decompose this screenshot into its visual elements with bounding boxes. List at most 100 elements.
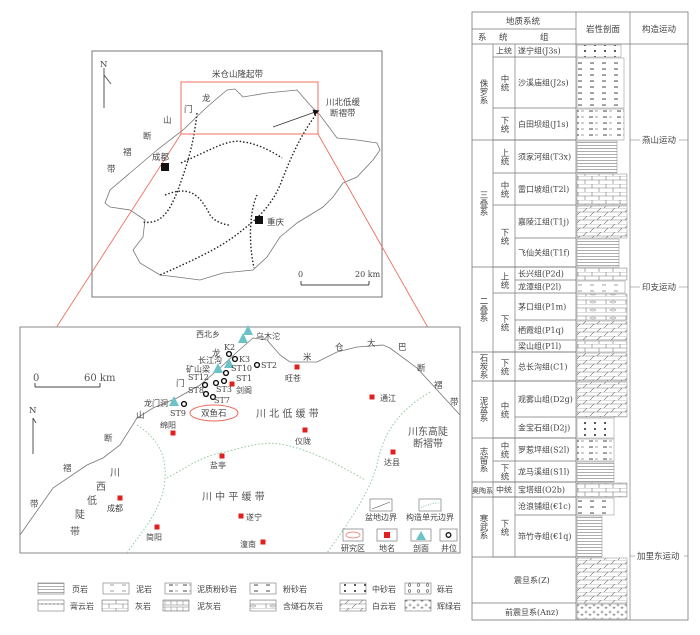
place-label: 简阳 (146, 532, 162, 542)
well-icon (231, 355, 239, 363)
north-arrow-icon (32, 417, 37, 454)
legend-swatch-chert (249, 599, 277, 612)
legend-swatch-diab (404, 599, 432, 612)
series-label: 下统 (499, 464, 509, 482)
section-icon (238, 333, 248, 343)
legend-label: 盆地边界 (365, 512, 397, 522)
zone-label: 陡 (75, 509, 85, 521)
place-label: 达县 (384, 457, 400, 467)
city-label: 成都 (152, 152, 170, 163)
formation-label: 观雾山组(D2g) (518, 394, 573, 404)
place-marker (302, 427, 308, 433)
scale-label: 0 (33, 373, 39, 384)
zone-label: 断褶带 (413, 437, 443, 450)
formation-label: 飞仙关组(T1f) (518, 248, 570, 258)
lithology-unit (576, 320, 628, 341)
city-label: 重庆 (267, 217, 285, 228)
study-extent-rect (180, 81, 319, 135)
legend-label: 页岩 (72, 584, 88, 594)
section-icon (243, 325, 253, 335)
series-label: 下统 (499, 228, 509, 246)
fault-char: 断 (104, 433, 113, 444)
legend-swatch-marl (162, 599, 190, 612)
formation-label: 罗惹坪组(S2l) (518, 445, 569, 455)
series-label: 中统 (499, 441, 509, 460)
lithology-unit (576, 57, 625, 109)
fault-char: 巴 (398, 343, 407, 353)
section-label: 矿山梁 (186, 364, 210, 374)
place-marker (260, 539, 266, 545)
system-label: 侏罗系 (478, 78, 488, 104)
legend-swatch-silt (249, 582, 277, 595)
system-label: 泥盆系 (478, 397, 488, 423)
lithology-unit (576, 44, 622, 58)
fault-char: 带 (30, 500, 39, 510)
well-icon (180, 400, 188, 408)
legend-label: 构造单元边界 (406, 512, 454, 522)
place-marker (294, 364, 300, 370)
zone-label: 川 北 低 缓 带 (256, 407, 319, 420)
legend-swatch-dolo (339, 599, 367, 612)
lithology-unit (576, 173, 628, 206)
zone-label: 低 (87, 494, 97, 507)
zone-label: 川 中 平 缓 带 (202, 490, 265, 503)
system-label: 寒武系 (478, 513, 488, 539)
legend-label: 辉绿岩 (437, 601, 461, 611)
formation-label: 须家河组(T3x) (518, 152, 571, 162)
presinian-label: 前震旦系(Anz) (505, 607, 558, 617)
series-label: 中统 (499, 74, 509, 93)
section-label: 西北乡 (196, 330, 220, 339)
overview-map: N 米仓山隆起带 龙 门 山 断 褶 带 成都 重庆 川北低缓 断褶带 0 20… (44, 50, 436, 347)
lithology-unit (576, 352, 628, 382)
formation-label: 龙马溪组(S1l) (518, 467, 569, 477)
basin-boundary (19, 337, 461, 536)
legend-label: 中砂岩 (372, 584, 396, 594)
place-label: 绵阳 (160, 420, 176, 430)
fault-char: 龙 (202, 93, 211, 104)
well-label: ST1 (236, 374, 252, 383)
lithology-unit (576, 205, 628, 239)
formation-label: 梁山组(P1l) (518, 341, 561, 351)
tectonic-event-label: 印支运动 (642, 282, 677, 293)
series-label: 下统 (499, 359, 509, 377)
series-label: 上统 (499, 149, 509, 167)
fault-char: 龙 (212, 348, 221, 359)
well-icon (201, 381, 209, 389)
formation-label: 白田坝组(J1s) (518, 119, 569, 129)
pointer-arrow (272, 109, 320, 128)
lithology-unit (576, 515, 603, 558)
zone-label: 川北低缓 (326, 97, 361, 108)
lithology-unit (576, 482, 628, 498)
well-icon (222, 369, 230, 377)
lithology-unit (576, 381, 628, 418)
lithology-legend: 页岩泥岩泥质粉砂岩粉砂岩中砂岩砾岩膏云岩灰岩泥灰岩含燧石灰岩白云岩辉绿岩 (37, 582, 461, 612)
legend-swatch-sand (339, 582, 367, 595)
place-marker (170, 430, 176, 436)
fault-char: 带 (450, 398, 459, 408)
well-label: ST3 (216, 385, 232, 394)
legend-label: 地名 (379, 543, 395, 553)
legend-swatch-lime (101, 599, 129, 612)
well-icon (209, 393, 217, 401)
lithology-unit (576, 140, 618, 174)
lithology-unit (576, 461, 615, 483)
legend-label: 砾岩 (437, 584, 453, 594)
formation-label: 宝塔组(O2b) (518, 485, 565, 495)
basin-outline (104, 88, 381, 281)
well-icon (220, 377, 228, 385)
well-icon (225, 350, 233, 358)
place-label: 仪陇 (295, 436, 311, 446)
place-marker (369, 394, 375, 400)
legend-label: 灰岩 (135, 601, 151, 611)
header-tectonic: 构造运动 (642, 24, 677, 35)
tectonic-event-label: 燕山运动 (642, 135, 677, 146)
lithology-unit (576, 238, 620, 268)
lithology-unit (576, 280, 626, 294)
fault-char: 断 (143, 131, 152, 142)
fault-char: 山 (136, 410, 145, 421)
fault-char: 门 (184, 104, 193, 115)
north-arrow-icon (103, 68, 112, 108)
series-label: 中统 (499, 180, 509, 199)
legend-label: 白云岩 (372, 601, 396, 611)
